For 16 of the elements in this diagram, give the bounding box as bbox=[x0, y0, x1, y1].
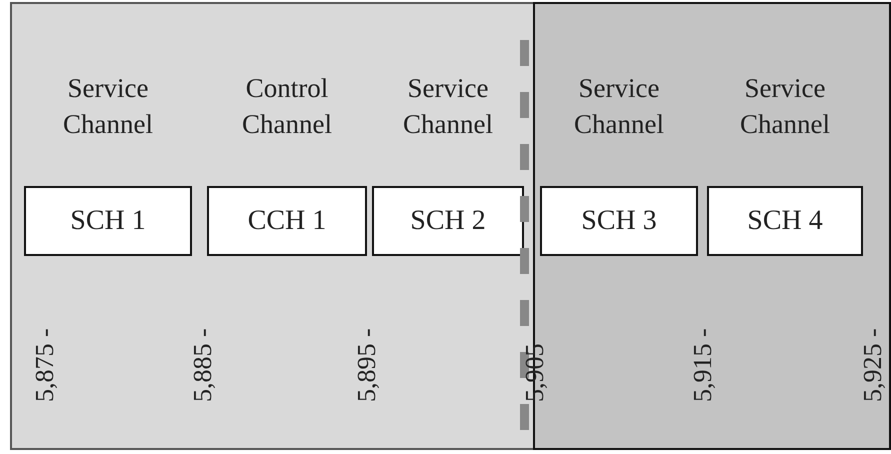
frequency-label: 5,905 bbox=[520, 344, 550, 402]
channel-box: SCH 4 bbox=[707, 186, 863, 256]
channel-box: SCH 2 bbox=[372, 186, 524, 256]
channel-box: SCH 1 bbox=[24, 186, 192, 256]
channel-box: SCH 3 bbox=[540, 186, 698, 256]
channel-heading: Service Channel bbox=[573, 72, 665, 141]
channel-heading: Service Channel bbox=[62, 72, 154, 141]
channel-heading: Service Channel bbox=[739, 72, 831, 141]
frequency-label: 5,925 - bbox=[858, 328, 888, 402]
channel-box: CCH 1 bbox=[207, 186, 367, 256]
frequency-label: 5,895 - bbox=[352, 328, 382, 402]
frequency-label: 5,875 - bbox=[30, 328, 60, 402]
frequency-label: 5,885 - bbox=[188, 328, 218, 402]
frequency-label: 5,915 - bbox=[688, 328, 718, 402]
channel-heading: Service Channel bbox=[402, 72, 494, 141]
channel-heading: Control Channel bbox=[241, 72, 333, 141]
